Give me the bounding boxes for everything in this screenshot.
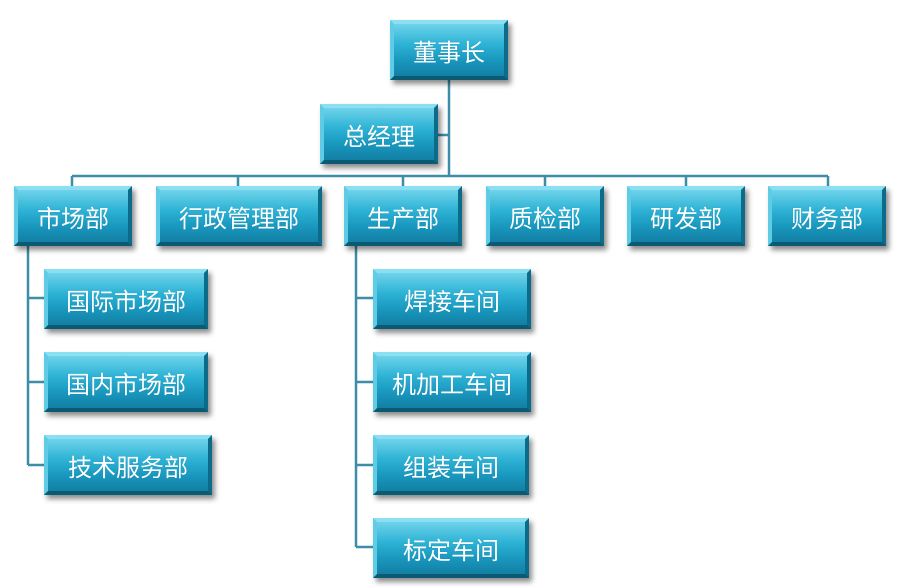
node-chairman: 董事长 [390,20,508,80]
node-assembly-workshop-label: 组装车间 [403,453,499,482]
node-calibration-workshop: 标定车间 [373,518,529,578]
node-general-manager: 总经理 [320,104,438,164]
node-quality: 质检部 [486,186,604,246]
node-production: 生产部 [344,186,462,246]
node-production-label: 生产部 [367,204,439,233]
node-domestic-market: 国内市场部 [44,352,208,412]
node-rnd-label: 研发部 [650,204,722,233]
node-international-market: 国际市场部 [44,269,208,329]
node-market: 市场部 [14,186,132,246]
node-machining-workshop: 机加工车间 [373,352,531,412]
node-tech-service-label: 技术服务部 [68,453,188,482]
node-general-manager-label: 总经理 [343,122,415,151]
node-welding-workshop: 焊接车间 [373,269,531,329]
node-market-label: 市场部 [37,204,109,233]
node-calibration-workshop-label: 标定车间 [403,536,499,565]
node-chairman-label: 董事长 [413,38,485,67]
node-welding-workshop-label: 焊接车间 [404,287,500,316]
node-machining-workshop-label: 机加工车间 [392,370,512,399]
node-assembly-workshop: 组装车间 [373,435,529,495]
node-domestic-market-label: 国内市场部 [66,370,186,399]
node-international-market-label: 国际市场部 [66,287,186,316]
node-finance-label: 财务部 [791,204,863,233]
node-admin: 行政管理部 [156,186,322,246]
node-admin-label: 行政管理部 [179,204,299,233]
node-rnd: 研发部 [627,186,745,246]
node-quality-label: 质检部 [509,204,581,233]
node-tech-service: 技术服务部 [44,435,212,495]
node-finance: 财务部 [768,186,886,246]
